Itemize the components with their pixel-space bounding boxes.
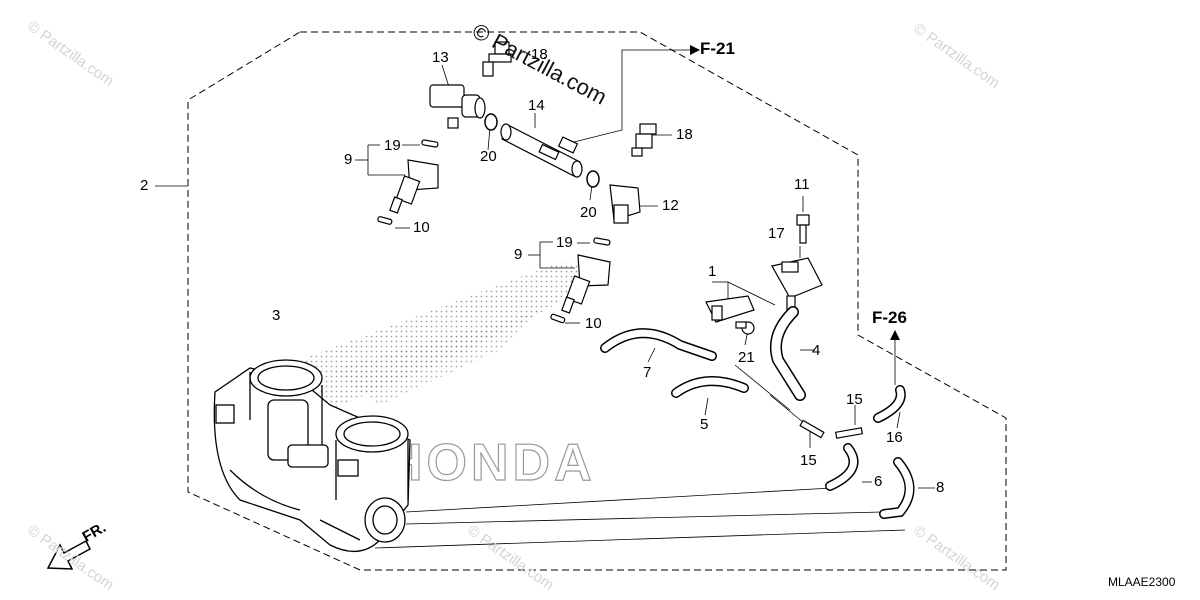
callout-10-upper: 10 (413, 219, 430, 236)
part-15-fitting-lower (799, 419, 825, 439)
callout-18-top: 18 (531, 46, 548, 63)
part-19-seal-upper (421, 139, 439, 148)
diagram-code: MLAAE2300 (1108, 575, 1176, 589)
reference-f21: F-21 (700, 39, 735, 58)
callout-12: 12 (662, 197, 679, 214)
part-9-injector-lower (561, 254, 611, 314)
part-18-bolt-top (482, 41, 512, 77)
callout-14: 14 (528, 97, 545, 114)
callout-9-lower: 9 (514, 246, 523, 263)
callout-7: 7 (643, 364, 652, 381)
part-19-seal-lower (593, 237, 611, 246)
part-20-o-ring-upper (484, 113, 498, 131)
callout-20-lower: 20 (580, 204, 597, 221)
callout-15-lower: 15 (800, 452, 817, 469)
callout-4: 4 (812, 342, 821, 359)
callout-19-upper: 19 (384, 137, 401, 154)
callout-6: 6 (874, 473, 883, 490)
part-9-injector-upper (389, 159, 439, 214)
callout-8: 8 (936, 479, 945, 496)
honda-brand-watermark: HONDA (385, 434, 596, 492)
callout-16: 16 (886, 429, 903, 446)
reference-f26: F-26 (872, 308, 907, 327)
callout-17: 17 (768, 225, 785, 242)
part-18-bolt-right (631, 123, 657, 157)
callout-21: 21 (738, 349, 755, 366)
part-10-ring-upper (377, 216, 393, 225)
part-15-fitting-upper (834, 427, 864, 439)
front-arrow-icon (46, 539, 91, 570)
callout-10-lower: 10 (585, 315, 602, 332)
part-1-bracket (705, 295, 755, 323)
part-10-ring-lower (550, 313, 566, 324)
callout-20-upper: 20 (480, 148, 497, 165)
part-14-fuel-rail (500, 123, 583, 178)
callout-11: 11 (794, 176, 810, 193)
part-21-bolt (735, 321, 755, 335)
callout-15-upper: 15 (846, 391, 863, 408)
assembly-boundary (187, 31, 1007, 571)
callout-5: 5 (700, 416, 709, 433)
part-20-o-ring-lower (586, 170, 600, 188)
part-3-throttle-body (213, 359, 411, 552)
callout-9-upper: 9 (344, 151, 353, 168)
callout-1: 1 (708, 263, 717, 280)
part-12-connector (609, 184, 641, 224)
callout-2: 2 (140, 177, 149, 194)
part-11-bolt (796, 214, 810, 244)
callout-18-right: 18 (676, 126, 693, 143)
callout-3: 3 (272, 307, 281, 324)
callout-19-lower: 19 (556, 234, 573, 251)
callout-13: 13 (432, 49, 449, 66)
part-13-sensor (429, 84, 486, 129)
part-17-map-sensor (771, 257, 823, 311)
